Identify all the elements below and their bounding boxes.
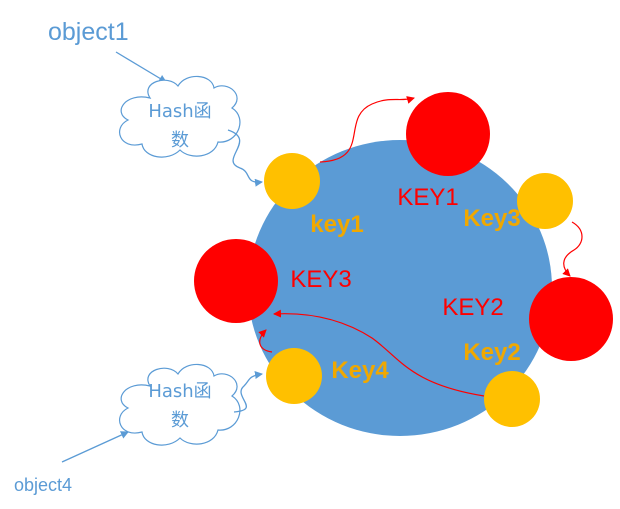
- key4-dot: [266, 348, 322, 404]
- node1-label: KEY1: [397, 184, 458, 211]
- hash-cloud-top-line1: Hash函: [148, 101, 211, 122]
- node2-label: KEY2: [442, 294, 503, 321]
- server-node-3: [194, 239, 278, 323]
- node3-label: KEY3: [290, 266, 351, 293]
- server-node-1: [406, 92, 490, 176]
- key4-label: Key4: [331, 357, 389, 384]
- object1-to-hash-arrow: [115, 51, 167, 83]
- hash-ring: [248, 140, 552, 436]
- key4-to-node3-arrow: [258, 329, 273, 353]
- key3-dot: [517, 173, 573, 229]
- key2-dot: [484, 371, 540, 427]
- key3-label: Key3: [463, 205, 520, 232]
- key1-dot: [264, 153, 320, 209]
- key3-to-node2-arrow: [562, 221, 583, 277]
- key1-label: key1: [310, 211, 363, 238]
- hash-function-cloud-bottom: Hash函 数: [119, 363, 241, 446]
- object1-label: object1: [48, 18, 129, 46]
- object4-to-hash-arrow: [61, 431, 129, 463]
- server-node-2: [529, 277, 613, 361]
- hash-function-cloud-top: Hash函 数: [119, 75, 241, 158]
- hash-cloud-bottom-line2: 数: [171, 410, 189, 431]
- key1-to-node1-arrow: [319, 96, 415, 163]
- object4-label: object4: [14, 475, 72, 495]
- key2-label: Key2: [463, 339, 520, 366]
- hash-cloud-top-line2: 数: [171, 130, 189, 151]
- hash-cloud-bottom-line1: Hash函: [148, 381, 211, 402]
- hash-to-key4-arrow: [233, 371, 263, 413]
- key2-to-node3-arrow: [273, 309, 485, 397]
- hash-to-key1-arrow: [227, 129, 263, 187]
